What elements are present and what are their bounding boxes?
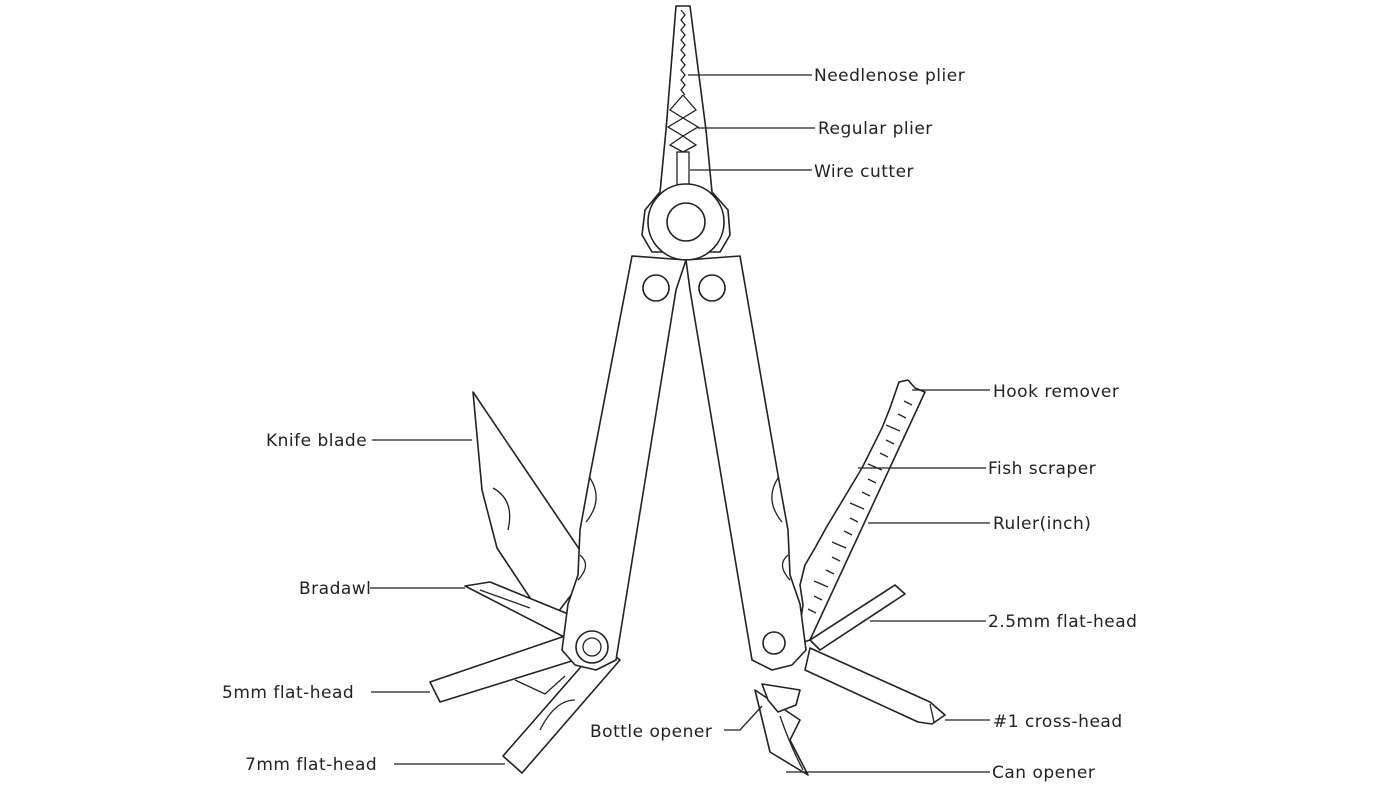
label-wire-cutter: Wire cutter (814, 162, 914, 182)
bradawl-slot (479, 589, 531, 609)
label-ruler-inch: Ruler(inch) (993, 514, 1091, 534)
right-rivet-top (698, 274, 726, 302)
left-handle (561, 255, 687, 671)
right-handle-notch (771, 477, 783, 523)
label-flat-head-5mm: 5mm flat-head (222, 683, 354, 703)
knife-blade-notch (492, 487, 511, 531)
cross-head-shape (804, 647, 946, 725)
label-needlenose-plier: Needlenose plier (814, 66, 965, 86)
bottle-opener-shape (761, 683, 801, 713)
label-flat-head-2-5mm: 2.5mm flat-head (988, 612, 1137, 632)
label-fish-scraper: Fish scraper (988, 459, 1096, 479)
right-handle (685, 255, 807, 713)
right-tools (754, 379, 946, 776)
label-flat-head-7mm: 7mm flat-head (245, 755, 377, 775)
left-handle-notch-low (577, 554, 587, 581)
regular-plier-teeth (666, 94, 685, 153)
right-handle-shape (685, 255, 807, 671)
right-rivet-bottom (762, 631, 786, 655)
knife-blade-shape (472, 391, 593, 626)
leader-bottle-opener (724, 705, 763, 731)
pivot-hole (666, 202, 706, 242)
leader-lines (370, 74, 990, 773)
label-hook-remover: Hook remover (993, 382, 1119, 402)
flat-head-5mm-shape (429, 635, 576, 703)
label-bradawl: Bradawl (299, 579, 371, 599)
label-regular-plier: Regular plier (818, 119, 933, 139)
left-rivet-bottom-inner (582, 637, 602, 657)
cross-head-tip (929, 703, 935, 723)
left-tools (429, 391, 621, 774)
labels: Needlenose plier Regular plier Wire cutt… (222, 66, 1137, 783)
label-bottle-opener: Bottle opener (590, 722, 712, 742)
regular-plier-teeth-right (681, 94, 700, 153)
flat-head-7mm-slot (539, 699, 576, 731)
left-rivet-bottom (575, 630, 609, 664)
flat-head-7mm-shape (502, 644, 621, 774)
right-handle-notch-low (781, 554, 791, 581)
flat-head-5mm-detail (514, 675, 566, 695)
flat-head-2-5mm-shape (809, 584, 906, 651)
left-handle-shape (561, 255, 687, 671)
plier-jaws (641, 5, 731, 261)
label-can-opener: Can opener (992, 763, 1095, 783)
scraper-ruler-blade (794, 379, 926, 646)
ruler-ticks (807, 400, 913, 614)
label-cross-head-1: #1 cross-head (993, 712, 1123, 732)
can-opener-detail (779, 715, 804, 771)
needlenose-serration (680, 9, 686, 96)
label-knife-blade: Knife blade (266, 431, 367, 451)
left-handle-notch (585, 477, 597, 523)
left-rivet-top (642, 274, 670, 302)
